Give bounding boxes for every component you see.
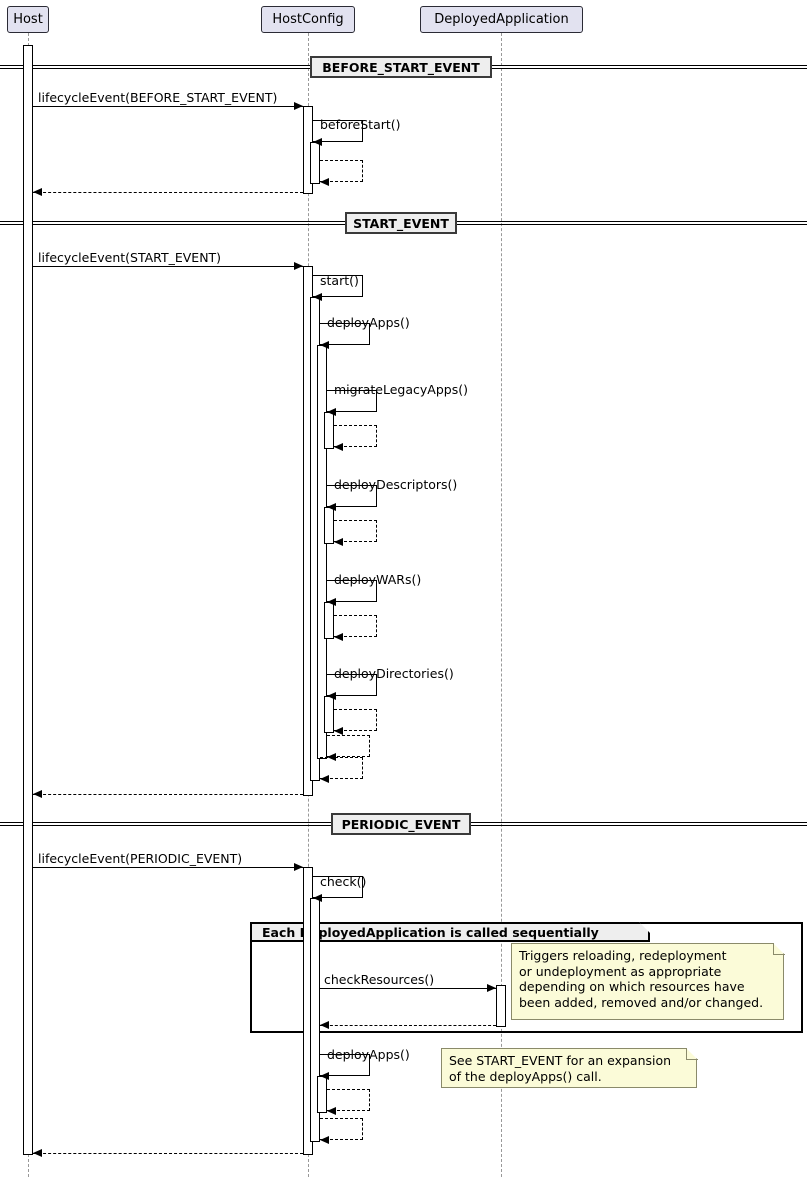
arrowhead-deploy-directories	[327, 692, 336, 700]
hostconfig-self-activation-6	[324, 602, 334, 639]
arrowhead-lifecycle-event-start	[294, 262, 303, 270]
selfcall-migrate-legacy-apps-return	[334, 425, 377, 447]
arrowhead-deploy-apps-periodic	[320, 1072, 329, 1080]
host-activation	[23, 45, 33, 1155]
arrowhead-periodic-event-return	[33, 1149, 42, 1157]
selfcall-deploy-wars	[327, 580, 377, 602]
selfcall-deploy-directories	[327, 674, 377, 696]
selfcall-start-return	[320, 757, 363, 779]
msglabel-lifecycle-event-before-start: lifecycleEvent(BEFORE_START_EVENT)	[38, 90, 278, 105]
msgline-check-resources	[320, 988, 496, 989]
selfcall-deploy-descriptors	[327, 485, 377, 507]
selfcall-check-return	[320, 1118, 363, 1140]
selfcall-deploy-apps-start-return	[327, 735, 370, 757]
msgline-lifecycle-event-before-start	[33, 106, 303, 107]
msglabel-lifecycle-event-periodic: lifecycleEvent(PERIODIC_EVENT)	[38, 851, 243, 866]
lifeline-deployedapplication	[501, 33, 502, 1177]
msgline-periodic-event-return	[33, 1153, 303, 1154]
selfcall-deploy-descriptors-return	[334, 520, 377, 542]
selfcall-migrate-legacy-apps	[327, 390, 377, 412]
divider-label: START_EVENT	[353, 215, 449, 231]
arrowhead-migrate-legacy-apps	[327, 408, 336, 416]
arrowhead-deploy-apps-start	[320, 341, 329, 349]
group-header-0: Each DeployedApplication is called seque…	[250, 922, 650, 942]
divider-label: PERIODIC_EVENT	[341, 816, 461, 832]
deployedapp-activation-1	[496, 985, 506, 1027]
divider-start-event: START_EVENT	[345, 212, 457, 234]
arrowhead-deploy-directories-return	[334, 727, 343, 735]
msglabel-start: start()	[320, 273, 359, 288]
arrowhead-before-start	[313, 138, 322, 146]
msgline-check-resources-return	[320, 1025, 496, 1026]
divider-before-start-event: BEFORE_START_EVENT	[310, 56, 492, 78]
selfcall-deploy-apps-periodic	[320, 1054, 370, 1076]
arrowhead-check-return	[320, 1136, 329, 1144]
arrowhead-deploy-wars	[327, 598, 336, 606]
msglabel-deploy-descriptors: deployDescriptors()	[334, 477, 458, 492]
arrowhead-start-event-return	[33, 790, 42, 798]
group-label: Each DeployedApplication is called seque…	[262, 924, 599, 940]
selfcall-start	[313, 275, 363, 297]
arrowhead-before-start-event-return	[33, 188, 42, 196]
selfcall-before-start	[313, 120, 363, 142]
msgline-lifecycle-event-periodic	[33, 867, 303, 868]
arrowhead-check-resources-return	[320, 1021, 329, 1029]
participant-label: DeployedApplication	[434, 12, 569, 27]
participant-label: Host	[13, 12, 43, 27]
msglabel-before-start: beforeStart()	[320, 117, 401, 132]
msgline-lifecycle-event-start	[33, 266, 303, 267]
selfcall-deploy-apps-periodic-return	[327, 1089, 370, 1111]
msglabel-deploy-wars: deployWARs()	[334, 572, 422, 587]
msgline-start-event-return	[33, 794, 303, 795]
selfcall-deploy-apps-start	[320, 323, 370, 345]
participant-hostconfig[interactable]: HostConfig	[261, 6, 355, 33]
divider-label: BEFORE_START_EVENT	[322, 59, 480, 75]
check-resources-note: Triggers reloading, redeployment or unde…	[511, 943, 784, 1020]
hostconfig-self-activation-9	[317, 1076, 327, 1113]
arrowhead-check-resources	[487, 984, 496, 992]
selfcall-check	[313, 876, 363, 898]
arrowhead-deploy-apps-periodic-return	[327, 1107, 336, 1115]
participant-label: HostConfig	[272, 12, 344, 27]
arrowhead-migrate-legacy-apps-return	[334, 443, 343, 451]
arrowhead-lifecycle-event-periodic	[294, 863, 303, 871]
deploy-apps-note-fold	[686, 1048, 698, 1060]
hostconfig-self-activation-4	[324, 412, 334, 449]
msglabel-deploy-apps-start: deployApps()	[327, 315, 410, 330]
arrowhead-deploy-descriptors	[327, 503, 336, 511]
selfcall-before-start-return	[320, 160, 363, 182]
msgline-before-start-event-return	[33, 192, 303, 193]
arrowhead-lifecycle-event-before-start	[294, 102, 303, 110]
deploy-apps-note: See START_EVENT for an expansion of the …	[441, 1048, 697, 1088]
participant-host[interactable]: Host	[7, 6, 49, 33]
check-resources-note-fold	[773, 943, 785, 955]
participant-deployedapplication[interactable]: DeployedApplication	[420, 6, 583, 33]
msglabel-deploy-directories: deployDirectories()	[334, 666, 454, 681]
hostconfig-self-activation-7	[324, 696, 334, 733]
arrowhead-deploy-wars-return	[334, 633, 343, 641]
arrowhead-check	[313, 894, 322, 902]
msglabel-deploy-apps-periodic: deployApps()	[327, 1047, 410, 1062]
arrowhead-start-return	[320, 775, 329, 783]
arrowhead-deploy-descriptors-return	[334, 538, 343, 546]
msglabel-check-resources: checkResources()	[324, 972, 435, 987]
selfcall-deploy-directories-return	[334, 709, 377, 731]
msglabel-lifecycle-event-start: lifecycleEvent(START_EVENT)	[38, 250, 222, 265]
hostconfig-self-activation-1	[310, 142, 320, 184]
arrowhead-start	[313, 293, 322, 301]
msglabel-check: check()	[320, 874, 367, 889]
arrowhead-before-start-return	[320, 178, 329, 186]
selfcall-deploy-wars-return	[334, 615, 377, 637]
hostconfig-self-activation-5	[324, 507, 334, 544]
divider-periodic-event: PERIODIC_EVENT	[331, 813, 471, 835]
msglabel-migrate-legacy-apps: migrateLegacyApps()	[334, 382, 468, 397]
